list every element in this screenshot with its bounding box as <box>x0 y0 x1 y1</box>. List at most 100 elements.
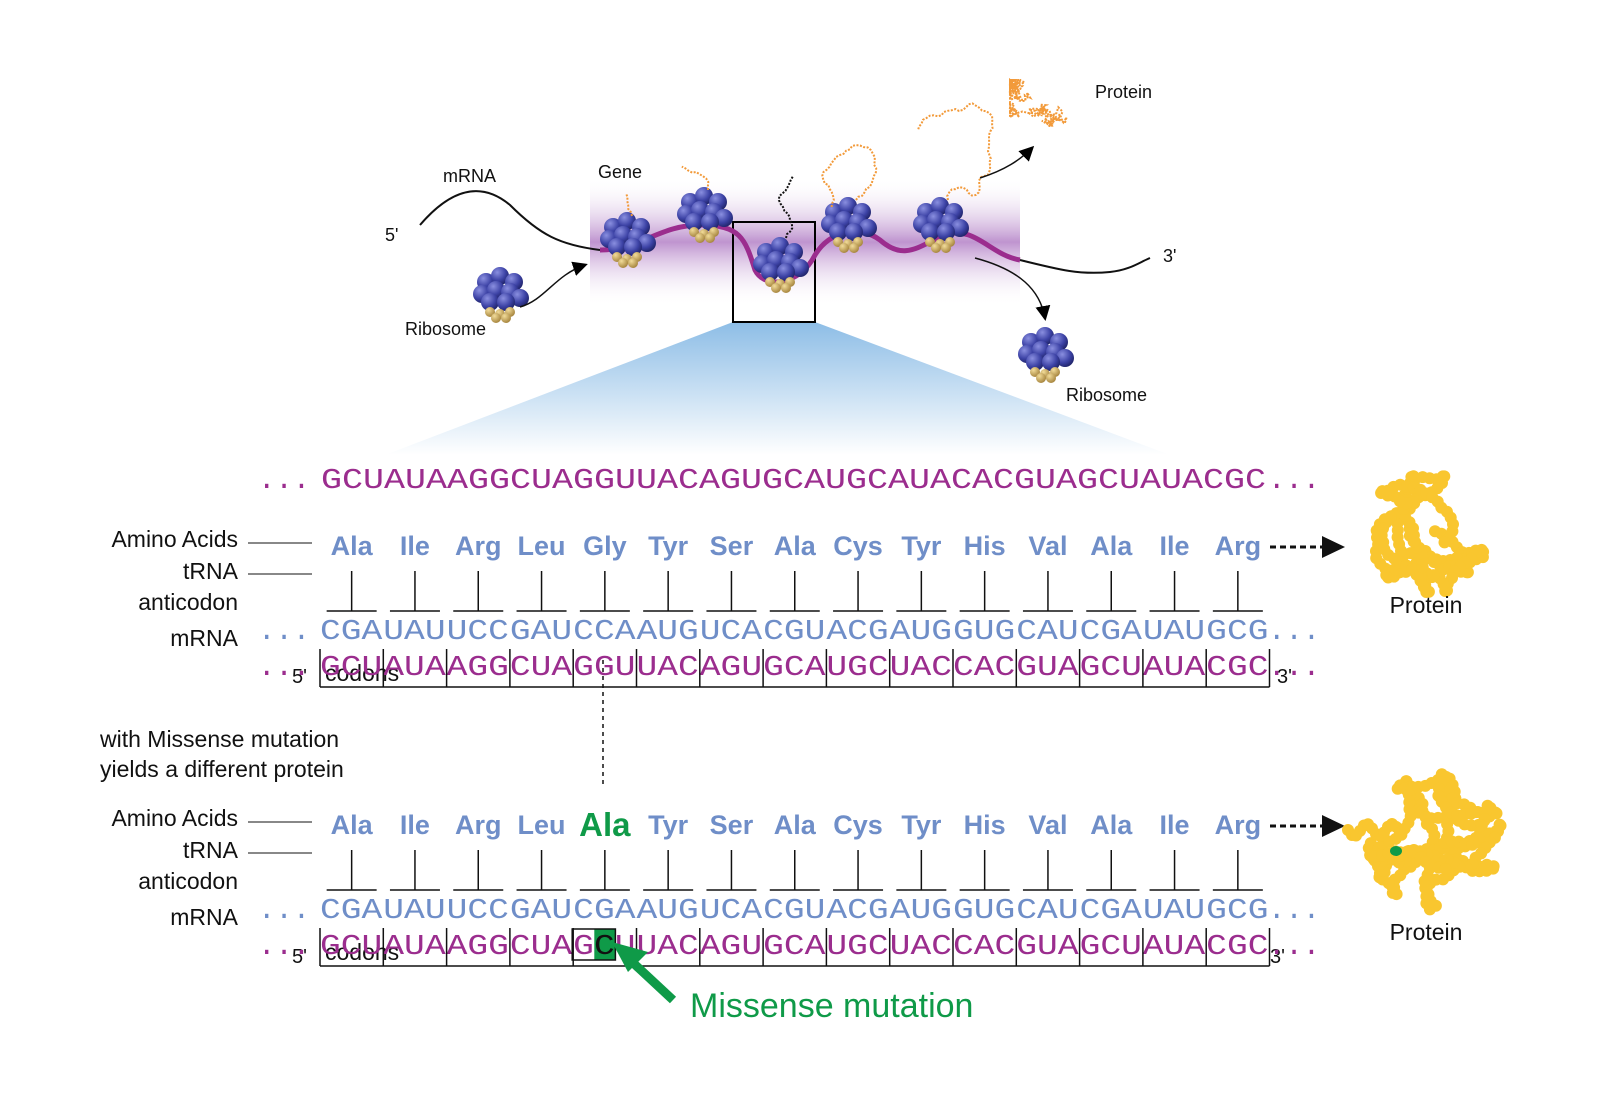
ribosome-group <box>473 187 1074 383</box>
ribosome-icon <box>1018 327 1074 383</box>
mutant-caption-1: with Missense mutation <box>99 726 339 752</box>
normal-codons-label: codons <box>325 660 399 686</box>
anticodon: CGA <box>320 615 383 648</box>
mrna-strand-right <box>1019 257 1151 274</box>
ribosome-exit-arrow <box>974 257 1051 321</box>
anticodon: CCA <box>573 615 636 648</box>
anticodon: GUG <box>953 894 1015 927</box>
ribosome-icon <box>913 197 969 253</box>
mrna-strand-left <box>419 190 601 251</box>
anticodon: GAU <box>510 615 572 648</box>
mrna-label: mRNA <box>443 166 496 186</box>
amino-acid: Ile <box>1160 531 1190 561</box>
normal-mrna-label: mRNA <box>170 625 238 651</box>
amino-acid: Tyr <box>901 531 942 561</box>
ribosome-out-label: Ribosome <box>1066 385 1147 405</box>
mrna-codon: GCU <box>320 651 382 684</box>
anticodon: UAU <box>383 615 445 648</box>
anticodon: GCG <box>1206 615 1268 648</box>
gene-label: Gene <box>598 162 642 182</box>
anticodon: CGA <box>320 894 383 927</box>
mutant-codons-label: codons <box>325 939 399 965</box>
amino-acid: Tyr <box>648 531 689 561</box>
mutant-trna-label: tRNA <box>183 837 239 863</box>
to-protein-arrowhead <box>1322 536 1345 558</box>
anticodon: UAU <box>1143 615 1205 648</box>
mrna-codon: CGC <box>1206 930 1268 963</box>
protein-top-label: Protein <box>1095 82 1152 102</box>
anticodon: AUG <box>637 615 699 648</box>
mrna-codon: CGC <box>1206 651 1268 684</box>
mrna-codon: AGU <box>700 651 762 684</box>
mrna-codon: CUA <box>510 651 573 684</box>
amino-acid: Arg <box>1215 531 1262 561</box>
ribosome-icon <box>677 187 733 243</box>
ribosome-icon <box>473 267 529 323</box>
anticodon: CGU <box>763 894 825 927</box>
peptide-chain <box>625 193 633 217</box>
amino-acid: Ala <box>1090 810 1133 840</box>
mrna-codon: AUA <box>383 651 446 684</box>
amino-acid: Val <box>1028 810 1067 840</box>
anticodon: GAU <box>510 894 572 927</box>
protein-bead <box>1438 536 1451 549</box>
anticodon: AUG <box>637 894 699 927</box>
mrna-codon: GCU <box>1080 930 1142 963</box>
mrna-codon: UAC <box>890 930 952 963</box>
amino-acid: Ser <box>710 531 754 561</box>
peptide-chain <box>777 176 794 239</box>
anticodon: ACG <box>826 615 888 648</box>
mrna-codon: GCA <box>763 930 826 963</box>
mrna-codon: UAC <box>637 651 699 684</box>
mrna-codon: GGU <box>573 651 635 684</box>
ribosome-icon <box>600 212 656 268</box>
anticodon: AUG <box>890 894 952 927</box>
mutated-base-highlight <box>594 929 616 960</box>
anticodon: AUG <box>890 615 952 648</box>
zoom-box <box>732 221 816 323</box>
mrna-codon: GCU <box>320 930 382 963</box>
mutant-three-prime: 3' <box>1270 946 1285 968</box>
normal-protein <box>1370 470 1490 598</box>
amino-acid: Tyr <box>648 810 689 840</box>
mrna-dots-right: ... <box>1268 930 1320 963</box>
sequence-dots-right: ... <box>1268 464 1320 497</box>
anticodon: UCA <box>700 615 763 648</box>
mrna-codon: AUA <box>1143 930 1206 963</box>
mrna-codon: CUA <box>510 930 573 963</box>
amino-acid: Arg <box>455 531 502 561</box>
mrna-codon: GUA <box>1016 651 1079 684</box>
mrna-codon: AGG <box>447 930 509 963</box>
anticodon: UCA <box>700 894 763 927</box>
amino-acid: Cys <box>833 531 883 561</box>
anticodon: UAU <box>383 894 445 927</box>
nascent-chains <box>625 102 994 239</box>
sequence-mrna: GCUAUAAGGCUAGGUUACAGUGCAUGCAUACACGUAGCUA… <box>321 464 1266 497</box>
mutation-arrow-head <box>612 942 648 972</box>
amino-acid: Arg <box>1215 810 1262 840</box>
anticodon-dots-left: ... <box>258 615 310 648</box>
anticodon: GCG <box>1206 894 1268 927</box>
mrna-codon: GCU <box>1080 651 1142 684</box>
protein-bead <box>1439 863 1452 875</box>
mutant-protein <box>1342 768 1507 916</box>
mutant-caption-2: yields a different protein <box>100 756 344 782</box>
amino-acid: Ala <box>1090 531 1133 561</box>
mrna-codon: CAC <box>953 651 1015 684</box>
mrna-codon: UAC <box>637 930 699 963</box>
mrna-codon: UAC <box>890 651 952 684</box>
mutation-label: Missense mutation <box>690 987 973 1025</box>
mutant-five-prime: 5' <box>292 946 307 968</box>
ribosome-icon <box>821 197 877 253</box>
mrna-codon: UGC <box>826 651 888 684</box>
released-protein <box>1006 77 1068 128</box>
normal-protein-label: Protein <box>1390 592 1463 618</box>
mrna-codon: AUA <box>1143 651 1206 684</box>
amino-acid: His <box>964 810 1006 840</box>
five-prime-top: 5' <box>385 225 398 245</box>
mutant-amino-acids-label: Amino Acids <box>111 805 238 831</box>
mrna-codon: GCA <box>763 651 826 684</box>
normal-anticodon-label: anticodon <box>138 589 238 615</box>
